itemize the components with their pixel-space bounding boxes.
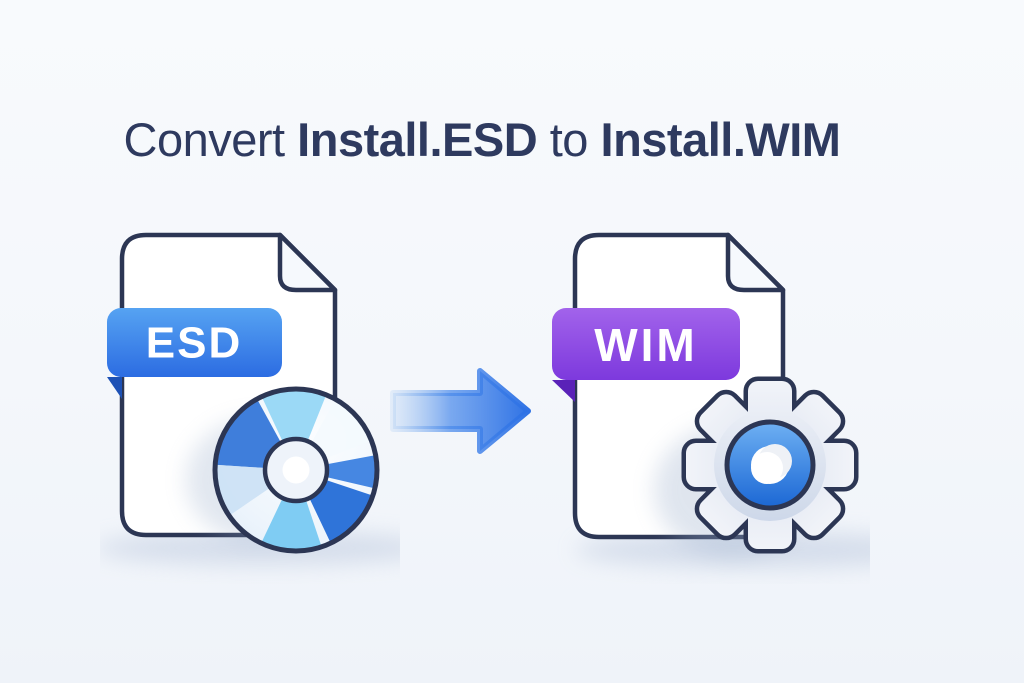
wim-badge-label: WIM: [594, 319, 698, 371]
title-source-filename: Install.ESD: [297, 113, 538, 167]
gear-icon: [681, 376, 859, 554]
esd-badge-label: ESD: [146, 319, 242, 368]
disc-icon: [212, 386, 380, 554]
title-target-filename: Install.WIM: [600, 113, 841, 167]
folded-corner: [725, 232, 786, 293]
title-word-to: to: [549, 113, 589, 167]
folded-corner: [277, 232, 338, 293]
esd-badge: ESD: [107, 308, 282, 399]
wim-file-icon: WIM: [552, 232, 870, 568]
title-word-convert: Convert: [123, 113, 286, 167]
source-file-illustration: ESD: [100, 228, 400, 584]
page-title: Convert Install.ESD to Install.WIM: [0, 115, 1024, 164]
esd-badge-fold: [107, 377, 122, 399]
esd-file-icon: ESD: [100, 232, 400, 565]
wim-badge: WIM: [552, 308, 740, 402]
conversion-arrow: [383, 362, 538, 458]
arrow-right-icon: [390, 368, 531, 454]
target-file-illustration: WIM: [540, 228, 870, 584]
wim-badge-fold: [552, 380, 575, 402]
